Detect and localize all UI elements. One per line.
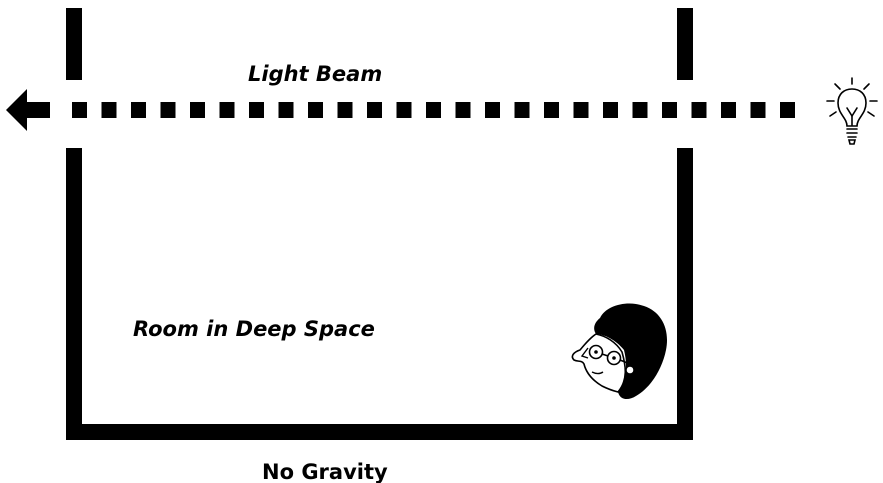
right-wall-upper — [677, 8, 693, 80]
beam-dash — [220, 102, 235, 118]
beam-dash — [249, 102, 264, 118]
room-floor — [66, 424, 693, 440]
beam-dash — [515, 102, 530, 118]
person-face-icon — [572, 303, 667, 399]
beam-dash — [308, 102, 323, 118]
beam-dash — [456, 102, 471, 118]
beam-dash — [603, 102, 618, 118]
beam-dash — [367, 102, 382, 118]
beam-dash — [72, 102, 87, 118]
beam-dash — [751, 102, 766, 118]
beam-dash — [633, 102, 648, 118]
beam-dash — [131, 102, 146, 118]
beam-dash — [574, 102, 589, 118]
beam-dash — [780, 102, 795, 118]
beam-dash — [692, 102, 707, 118]
light-beam — [6, 89, 795, 131]
beam-dash — [279, 102, 294, 118]
beam-dash — [662, 102, 677, 118]
beam-arrow-shaft — [26, 102, 50, 118]
beam-dash — [190, 102, 205, 118]
beam-dash — [161, 102, 176, 118]
beam-label: Light Beam — [248, 62, 382, 86]
beam-dash — [721, 102, 736, 118]
room-label: Room in Deep Space — [133, 317, 375, 341]
floor-label: No Gravity — [262, 460, 388, 483]
beam-dash — [485, 102, 500, 118]
beam-dash — [544, 102, 559, 118]
right-wall-lower — [677, 148, 693, 440]
lightbulb-icon — [827, 78, 877, 144]
beam-dash — [397, 102, 412, 118]
left-wall-upper — [66, 8, 82, 80]
beam-dash — [426, 102, 441, 118]
beam-dash — [338, 102, 353, 118]
beam-dash — [102, 102, 117, 118]
beam-dashes — [72, 102, 795, 118]
left-wall-lower — [66, 148, 82, 440]
arrow-left-icon — [6, 89, 27, 131]
